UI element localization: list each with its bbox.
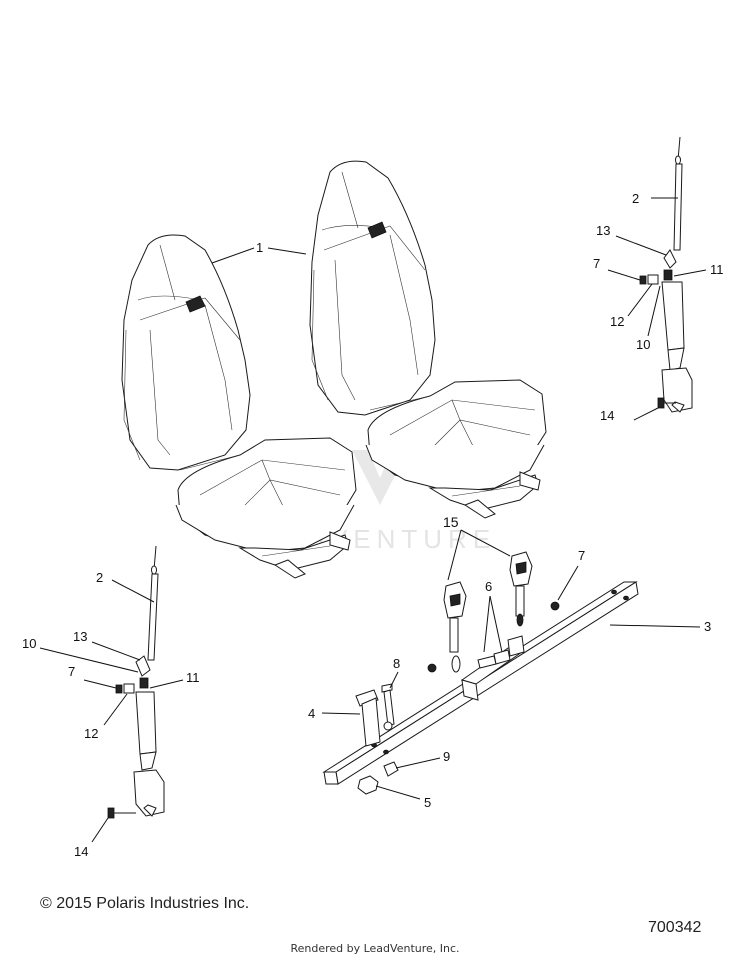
seat-belt-buckle-left: [427, 581, 467, 673]
callout-12-right: 12: [610, 314, 624, 329]
leader-line-8: [389, 671, 399, 689]
leader-line-5: [375, 785, 421, 800]
leader-line-10-left: [39, 647, 139, 673]
leader-line-12-left: [103, 693, 128, 726]
leader-line-9: [395, 757, 441, 769]
rendered-by-credit: Rendered by LeadVenture, Inc.: [290, 942, 460, 955]
leader-line-12-right: [627, 283, 653, 317]
leader-line-15b: [460, 529, 511, 557]
leader-line-7-left: [83, 679, 117, 689]
leader-line-6a: [483, 595, 491, 653]
leader-line-2-left: [111, 579, 155, 603]
seat-belt-assembly-left: [107, 545, 165, 819]
seat-mount-bar: [322, 581, 639, 785]
leader-line-13-left: [91, 641, 141, 661]
seat-belt-buckle-right: [509, 551, 560, 627]
callout-4: 4: [308, 706, 315, 721]
leader-line-1b: [267, 247, 307, 255]
leader-line-13-right: [615, 235, 667, 256]
leader-line-14-right: [633, 407, 659, 421]
callout-1-seat: 1: [256, 240, 263, 255]
seat-belt-assembly-right: [639, 136, 693, 413]
callout-14-left: 14: [74, 844, 88, 859]
callout-11-left: 11: [186, 670, 200, 685]
buckle-bracket: [460, 635, 525, 701]
leader-line-10-right: [647, 285, 661, 337]
leader-line-11-left: [149, 679, 184, 689]
callout-11-right: 11: [710, 262, 724, 277]
leader-line-7-bar: [557, 565, 579, 601]
callout-12-left: 12: [84, 726, 98, 741]
leader-line-1a: [211, 247, 255, 264]
leader-line-4: [321, 712, 361, 715]
callout-15: 15: [443, 514, 459, 530]
seat-right: [309, 160, 547, 519]
callout-3: 3: [704, 619, 711, 634]
leader-line-3: [609, 624, 701, 628]
callout-9: 9: [443, 749, 450, 764]
leader-line-14-left: [91, 817, 109, 843]
leader-line-7-right: [607, 269, 641, 281]
callout-2-left: 2: [96, 570, 103, 585]
callout-2-right: 2: [632, 191, 639, 206]
callout-13-right: 13: [596, 223, 610, 238]
callout-7-left: 7: [68, 664, 75, 679]
leader-line-11-right: [673, 269, 707, 277]
callout-7-right: 7: [593, 256, 600, 271]
callout-10-left: 10: [22, 636, 36, 651]
bolts-and-nuts: [355, 649, 511, 795]
diagram-number: 700342: [648, 919, 702, 936]
callout-7-bar: 7: [578, 548, 585, 563]
callout-13-left: 13: [73, 629, 87, 644]
seat-left: [121, 234, 357, 579]
callout-14-right: 14: [600, 408, 614, 423]
callout-6: 6: [485, 579, 492, 594]
callout-5: 5: [424, 795, 431, 810]
copyright-notice: © 2015 Polaris Industries Inc.: [40, 895, 250, 912]
leader-line-15a: [447, 529, 462, 581]
leader-line-6b: [489, 595, 503, 653]
callout-8: 8: [393, 656, 400, 671]
callout-10-right: 10: [636, 337, 650, 352]
